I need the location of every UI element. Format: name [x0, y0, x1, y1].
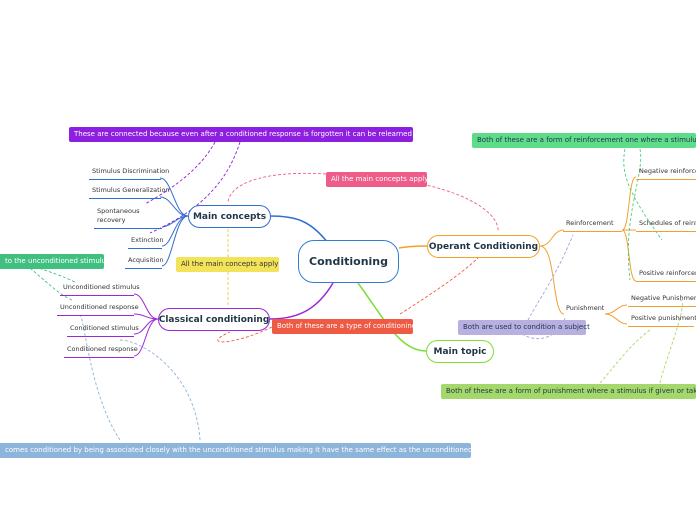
callout-type-of-conditioning[interactable]: Both of these are a type of conditioning — [272, 319, 417, 334]
callout-all-main-concepts-top[interactable]: All the main concepts apply — [326, 172, 429, 187]
subtopic-label: Stimulus Generalization — [92, 186, 170, 194]
callout-label: All the main concepts apply — [331, 175, 429, 183]
subtopic-schedules-of-reinforcement[interactable]: Schedules of reinfor — [636, 219, 696, 232]
subtopic-label: Positive reinforcem — [639, 269, 696, 277]
link-root-classical — [269, 282, 334, 320]
subtopic-reinforcement[interactable]: Reinforcement — [563, 219, 622, 232]
callout-label: Both of these are a form of reinforcemen… — [477, 136, 696, 144]
subtopic-positive-punishment[interactable]: Positive punishment — [628, 314, 696, 327]
classical-conditioning-label: Classical conditioning — [158, 314, 270, 325]
callout-label: to the unconditioned stimulus — [5, 257, 110, 265]
callout-unconditioned-stimulus[interactable]: to the unconditioned stimulus — [0, 254, 110, 269]
subtopic-punishment[interactable]: Punishment — [563, 304, 605, 316]
subtopic-label: Conditioned response — [67, 345, 138, 353]
callout-punishment-form[interactable]: Both of these are a form of punishment w… — [441, 384, 696, 399]
callout-label: comes conditioned by being associated cl… — [5, 446, 471, 454]
subtopic-label: Spontaneous recovery — [97, 207, 140, 224]
subtopic-stimulus-discrimination[interactable]: Stimulus Discrimination — [89, 167, 169, 180]
subtopic-label: Negative Punishment — [631, 294, 696, 302]
main-concepts-node[interactable]: Main concepts — [188, 205, 271, 228]
subtopic-conditioned-stimulus[interactable]: Conditioned stimulus — [67, 324, 139, 337]
subtopic-acquisition[interactable]: Acquisition — [125, 256, 164, 269]
subtopic-negative-punishment[interactable]: Negative Punishment — [628, 294, 696, 307]
main-topic-label: Main topic — [433, 346, 487, 357]
link-root-operant — [398, 245, 428, 249]
callout-becomes-conditioned[interactable]: comes conditioned by being associated cl… — [0, 443, 471, 458]
subtopic-label: Stimulus Discrimination — [92, 167, 170, 175]
operant-conditioning-node[interactable]: Operant Conditioning — [427, 235, 540, 258]
callout-all-main-concepts-left[interactable]: All the main concepts apply — [176, 257, 279, 272]
subtopic-label: Conditioned stimulus — [70, 324, 139, 332]
subtopic-conditioned-response[interactable]: Conditioned response — [64, 345, 138, 358]
subtopic-label: Acquisition — [128, 256, 164, 264]
callout-label: Both of these are a form of punishment w… — [446, 387, 696, 395]
subtopic-label: Reinforcement — [566, 219, 614, 227]
callout-label: All the main concepts apply — [181, 260, 279, 268]
callout-condition-subject[interactable]: Both are used to condition a subject — [458, 320, 590, 335]
subtopic-label: Punishment — [566, 304, 605, 312]
subtopic-label: Unconditioned stimulus — [63, 283, 140, 291]
subtopic-label: Negative reinforcem — [639, 167, 696, 175]
subtopic-stimulus-generalization[interactable]: Stimulus Generalization — [89, 186, 170, 199]
operant-conditioning-label: Operant Conditioning — [428, 241, 539, 252]
subtopic-label: Schedules of reinfor — [639, 219, 696, 227]
subtopic-extinction[interactable]: Extinction — [128, 236, 164, 249]
subtopic-unconditioned-response[interactable]: Unconditioned response — [57, 303, 139, 316]
subtopic-label: Positive punishment — [631, 314, 696, 322]
root-label: Conditioning — [309, 255, 388, 268]
callout-label: Both are used to condition a subject — [463, 323, 590, 331]
callout-relearned[interactable]: These are connected because even after a… — [69, 127, 433, 142]
link-root-main-concepts — [269, 215, 329, 244]
callout-label: Both of these are a type of conditioning — [277, 322, 417, 330]
callout-reinforcement-form[interactable]: Both of these are a form of reinforcemen… — [472, 133, 696, 148]
main-concepts-label: Main concepts — [192, 211, 267, 222]
subtopic-label: Unconditioned response — [60, 303, 139, 311]
subtopic-negative-reinforcement[interactable]: Negative reinforcem — [636, 167, 696, 180]
subtopic-label: Extinction — [131, 236, 164, 244]
root-node[interactable]: Conditioning — [298, 240, 399, 283]
link-root-main-topic — [357, 282, 427, 352]
subtopic-unconditioned-stimulus[interactable]: Unconditioned stimulus — [60, 283, 140, 296]
callout-label: These are connected because even after a… — [74, 130, 433, 138]
subtopic-positive-reinforcement[interactable]: Positive reinforcem — [636, 269, 696, 282]
subtopic-spontaneous-recovery[interactable]: Spontaneous recovery — [94, 207, 162, 229]
classical-conditioning-node[interactable]: Classical conditioning — [158, 308, 270, 331]
main-topic-node[interactable]: Main topic — [426, 340, 494, 363]
